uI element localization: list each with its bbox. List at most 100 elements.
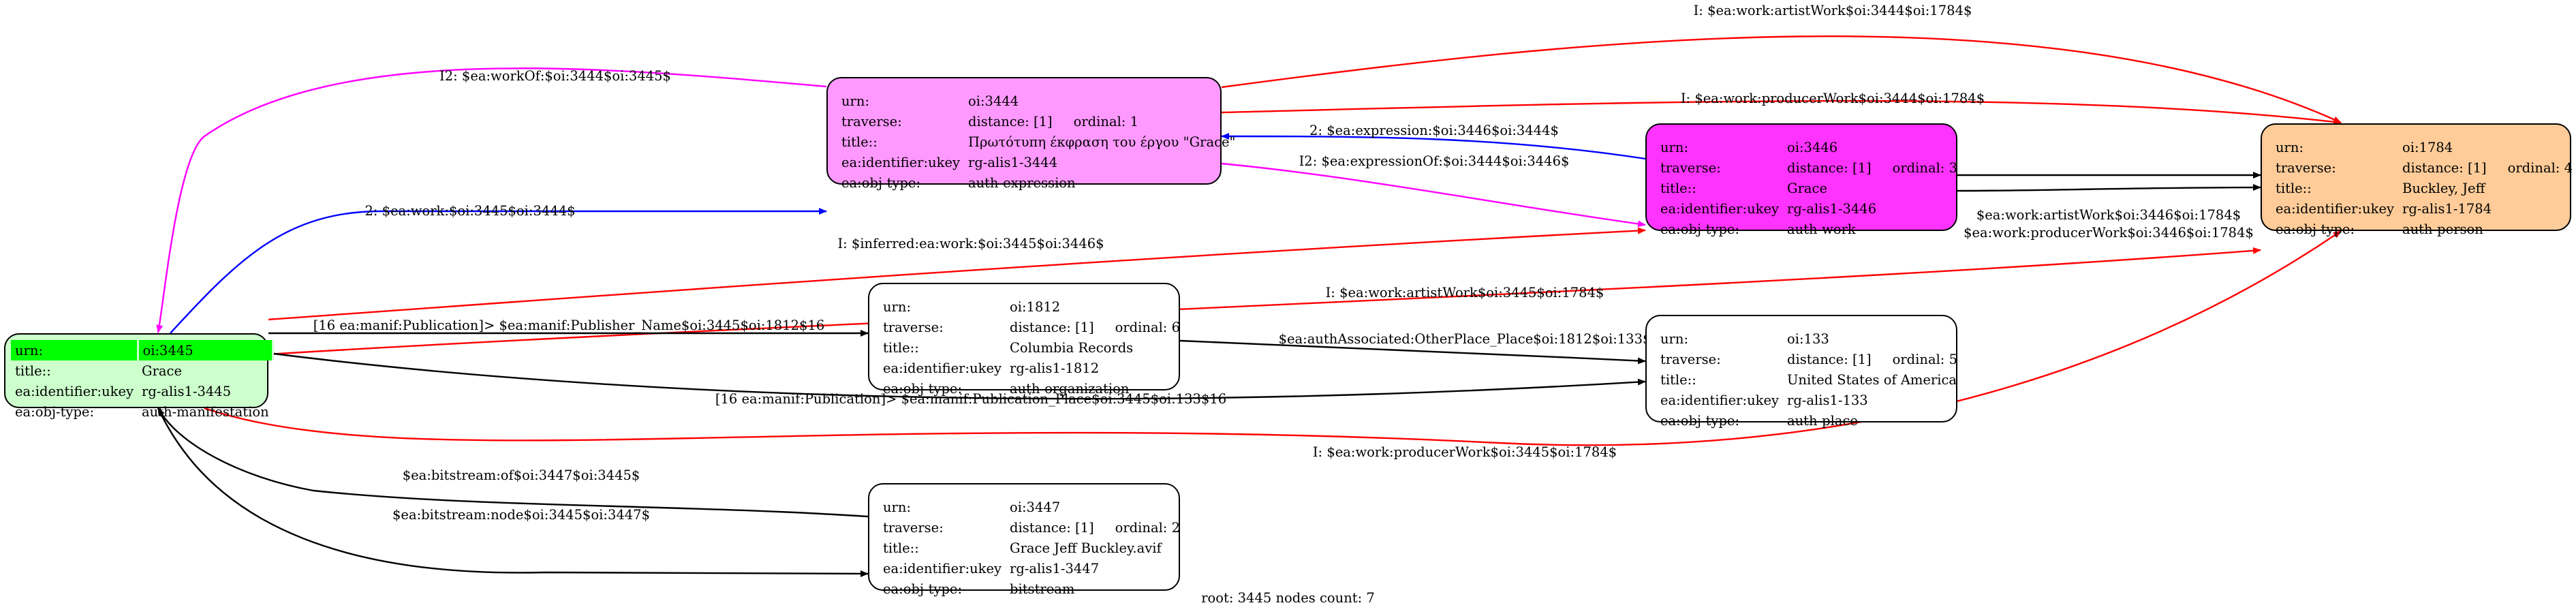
node-oi-1784[interactable]: urn:oi:1784 traverse:distance: [1] ordin… [2261, 123, 2573, 237]
edge-e8 [1957, 184, 2261, 192]
edge-label-e13: [16 ea:manif:Publication]> $ea:manif:Pub… [715, 391, 1226, 407]
node-key: urn: [1660, 330, 1689, 347]
node-key: ea:obj-type: [2276, 221, 2355, 237]
traverse-ordinal: ordinal: 3 [1892, 159, 1957, 176]
edge-e16 [157, 407, 869, 577]
edge-label-e14: I: $ea:work:producerWork$oi:3445$oi:1784… [1313, 444, 1617, 460]
node-value: United States of America [1787, 371, 1957, 388]
edge-label-e10: I: $ea:work:artistWork$oi:3445$oi:1784$ [1326, 285, 1604, 301]
traverse-distance: distance: [1] [1010, 519, 1094, 536]
node-value: rg-alis1-3444 [968, 154, 1058, 170]
node-oi-3445[interactable]: urn: oi:3445 title:: Grace ea:identifier… [4, 333, 275, 420]
node-value: auth-place [1787, 412, 1858, 429]
node-key: traverse: [883, 519, 944, 536]
traverse-distance: distance: [1] [1787, 351, 1872, 367]
node-key: ea:identifier:ukey [883, 360, 1002, 376]
traverse-distance: distance: [1] [1010, 319, 1094, 335]
node-key: ea:obj-type: [1660, 412, 1740, 429]
node-key: title:: [841, 134, 878, 150]
traverse-ordinal: ordinal: 2 [1115, 519, 1180, 536]
node-key: urn: [883, 499, 912, 515]
node-key: title:: [883, 339, 919, 356]
node-value: distance: [1] ordinal: 2 [1006, 517, 1184, 538]
node-key: urn: [1660, 139, 1689, 155]
node-value: rg-alis1-133 [1787, 392, 1868, 408]
node-value: auth-expression [968, 174, 1076, 191]
node-key: ea:identifier:ukey [2276, 200, 2394, 217]
edge-label-e7: $ea:work:artistWork$oi:3446$oi:1784$ [1976, 207, 2241, 223]
node-value: rg-alis1-1784 [2402, 200, 2492, 217]
node-key: ea:identifier:ukey [883, 560, 1002, 576]
node-oi-133[interactable]: urn: oi:133 traverse: distance: [1] ordina… [1645, 315, 1957, 429]
node-value: rg-alis1-3445 [142, 383, 232, 399]
node-value: auth-work [1787, 221, 1856, 237]
node-key: urn: [11, 340, 139, 360]
traverse-distance: distance: [1] [1787, 159, 1872, 176]
node-oi-3447[interactable]: urn: oi:3447 traverse: distance: [1] ordin… [868, 483, 1180, 597]
node-key: traverse: [883, 319, 944, 335]
edge-e5 [170, 208, 827, 334]
node-value: distance: [1] ordinal: 5 [1783, 349, 1961, 369]
node-value: Grace [142, 363, 182, 379]
node-key: title:: [883, 540, 919, 556]
edge-label-e9: I: $inferred:ea:work:$oi:3445$oi:3446$ [837, 236, 1104, 251]
node-key: traverse: [841, 113, 902, 129]
edge-label-e12: $ea:authAssociated:OtherPlace_Place$oi:1… [1279, 331, 1651, 347]
node-key: ea:obj-type: [15, 403, 95, 420]
edge-label-e11: [16 ea:manif:Publication]> $ea:manif:Pub… [313, 318, 825, 333]
node-key: title:: [1660, 180, 1696, 196]
edge-e13 [268, 352, 1646, 400]
edge-label-e4: 2: $ea:expression:$oi:3446$oi:3444$ [1309, 123, 1559, 138]
traverse-ordinal: ordinal: 6 [1115, 319, 1180, 335]
node-key: traverse: [1660, 159, 1721, 176]
node-key: urn: [841, 93, 870, 109]
edge-e10 [268, 247, 2261, 356]
traverse-distance: distance: [1] [968, 113, 1053, 129]
traverse-ordinal: ordinal: 4 [2507, 159, 2573, 176]
node-value: oi:1784 [2402, 139, 2453, 155]
node-value: Πρωτότυπη έκφραση του έργου "Grace" [968, 134, 1236, 150]
node-key: ea:identifier:ukey [15, 383, 134, 399]
traverse-ordinal: ordinal: 1 [1073, 113, 1138, 129]
node-key: traverse: [1660, 351, 1721, 367]
edge-label-e8: $ea:work:producerWork$oi:3446$oi:1784$ [1964, 225, 2254, 241]
edge-label-e3: I: $ea:work:producerWork$oi:3444$oi:1784… [1681, 91, 1985, 106]
node-value: bitstream [1010, 581, 1075, 597]
traverse-ordinal: ordinal: 5 [1892, 351, 1957, 367]
edge-label-e5: 2: $ea:work:$oi:3445$oi:3444$ [364, 203, 575, 219]
node-oi-3446[interactable]: urn:oi:3446 traverse:distance: [1] ordin… [1645, 123, 1957, 237]
edge-label-e16: $ea:bitstream:node$oi:3445$oi:3447$ [392, 507, 650, 523]
node-key: traverse: [2276, 159, 2336, 176]
node-key: ea:identifier:ukey [1660, 392, 1779, 408]
node-oi-3444[interactable]: urn: oi:3444 traverse: distance: [1] ordin… [826, 77, 1236, 191]
node-value: distance: [1] ordinal: 3 [1783, 157, 1961, 178]
node-value: Grace [1787, 180, 1827, 196]
node-key: ea:identifier:ukey [841, 154, 960, 170]
node-value: distance: [1] ordinal: 4 [2398, 157, 2576, 178]
node-value: rg-alis1-1812 [1010, 360, 1100, 376]
traverse-distance: distance: [1] [2402, 159, 2487, 176]
node-key: urn: [883, 298, 912, 315]
edge-e12 [1179, 339, 1646, 365]
edge-e3 [1221, 99, 2342, 125]
node-value: auth-organization [1010, 380, 1130, 397]
node-key: title:: [1660, 371, 1696, 388]
node-value: oi:3444 [968, 93, 1019, 109]
edge-e15 [157, 407, 869, 518]
edge-label-e15: $ea:bitstream:of$oi:3447$oi:3445$ [403, 467, 640, 483]
node-key: ea:obj-type: [1660, 221, 1740, 237]
edge-e2 [156, 67, 827, 333]
node-value: oi:133 [1787, 330, 1829, 347]
node-key: ea:obj-type: [883, 380, 963, 397]
edge-e9 [268, 227, 1646, 321]
edge-e4 [1221, 133, 1646, 160]
node-value: auth-manifestation [142, 403, 269, 420]
node-value: oi:1812 [1010, 298, 1061, 315]
node-key: ea:obj-type: [841, 174, 921, 191]
edge-label-e2: I2: $ea:workOf:$oi:3444$oi:3445$ [439, 68, 671, 84]
node-key: title:: [2276, 180, 2312, 196]
node-oi-1812[interactable]: urn: oi:1812 traverse: distance: [1] ordin… [868, 283, 1180, 397]
node-value: oi:3447 [1010, 499, 1061, 515]
node-value: Columbia Records [1010, 339, 1134, 356]
